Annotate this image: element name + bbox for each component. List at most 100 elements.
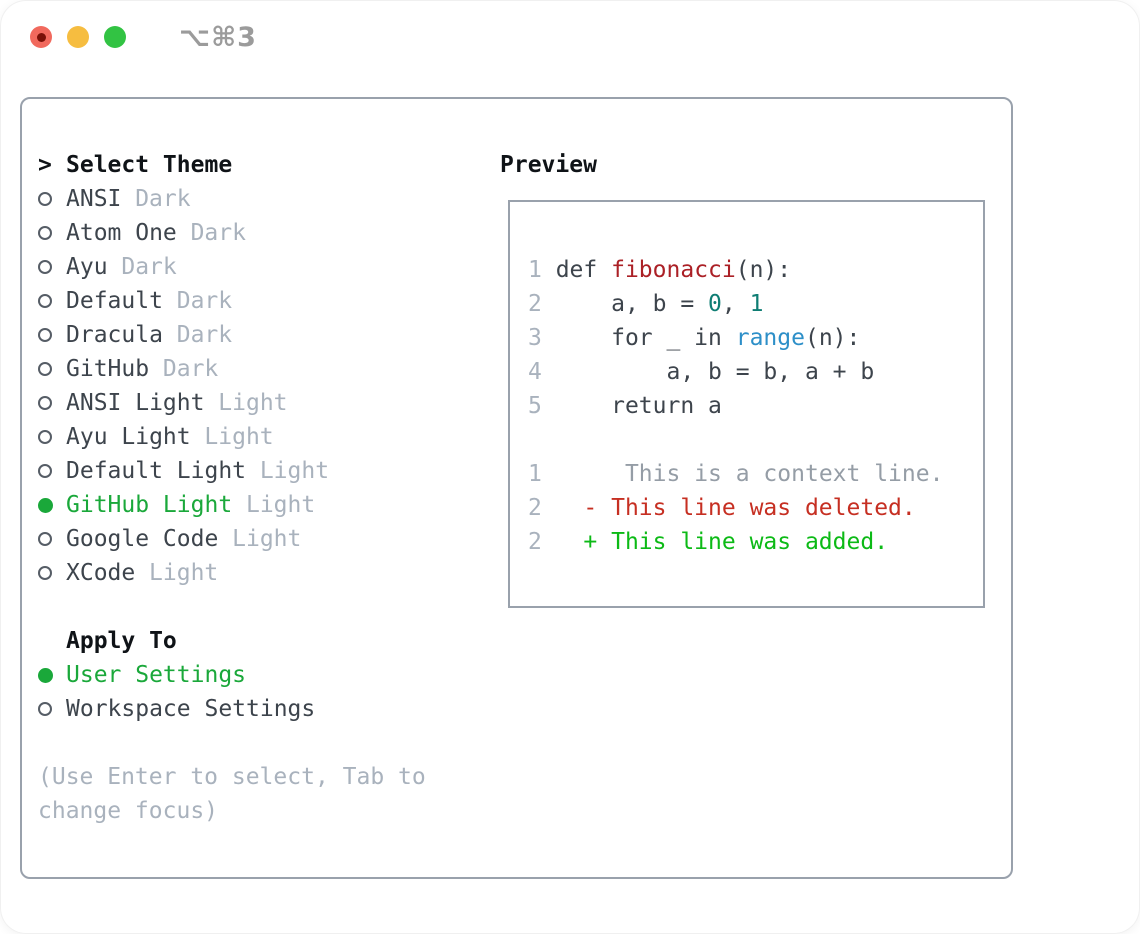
token-text: def bbox=[541, 257, 612, 283]
radio-cell bbox=[38, 464, 66, 478]
radio-icon bbox=[38, 192, 52, 206]
preview-line: 2 + This line was added. bbox=[528, 525, 943, 559]
token-ln: 1 bbox=[528, 461, 542, 487]
window-titlebar: ⌥⌘3 bbox=[30, 22, 257, 53]
apply-option-workspace-settings[interactable]: Workspace Settings bbox=[38, 692, 426, 726]
preview-line: 2 a, b = 0, 1 bbox=[528, 287, 943, 321]
theme-name: Ayu Light bbox=[66, 424, 191, 450]
theme-name: Default Light bbox=[66, 458, 247, 484]
theme-option-ansi[interactable]: ANSI Dark bbox=[38, 182, 426, 216]
theme-variant-tag: Dark bbox=[121, 254, 177, 280]
apply-to-title: Apply To bbox=[66, 628, 177, 654]
theme-variant-tag: Light bbox=[218, 390, 288, 416]
radio-cell bbox=[38, 362, 66, 376]
theme-name: ANSI bbox=[66, 186, 122, 212]
theme-option-ayu-light[interactable]: Ayu Light Light bbox=[38, 420, 426, 454]
radio-icon bbox=[38, 260, 52, 274]
minimize-button[interactable] bbox=[67, 26, 89, 48]
token-context: This is a context line. bbox=[624, 461, 944, 487]
close-button[interactable] bbox=[30, 26, 52, 48]
theme-name: Google Code bbox=[66, 526, 219, 552]
token-text: a, b = bbox=[541, 291, 709, 317]
theme-option-atom-one[interactable]: Atom One Dark bbox=[38, 216, 426, 250]
radio-cell bbox=[38, 566, 66, 580]
theme-name: GitHub bbox=[66, 356, 150, 382]
theme-name: Default bbox=[66, 288, 163, 314]
theme-name: Dracula bbox=[66, 322, 163, 348]
token-num: 0 bbox=[708, 291, 722, 317]
token-num: 1 bbox=[749, 291, 764, 317]
window-title-shortcut: ⌥⌘3 bbox=[179, 21, 257, 53]
token-text: , bbox=[721, 291, 750, 317]
token-ln: 2 bbox=[528, 495, 542, 521]
token-ln: 3 bbox=[528, 325, 542, 351]
spacer bbox=[38, 590, 426, 624]
token-ln: 5 bbox=[528, 393, 542, 419]
theme-name: XCode bbox=[66, 560, 136, 586]
token-ln: 2 bbox=[528, 529, 542, 555]
token-text bbox=[542, 461, 625, 487]
radio-cell bbox=[38, 328, 66, 342]
radio-cell bbox=[38, 667, 66, 683]
preview-line bbox=[528, 423, 943, 457]
token-text bbox=[542, 495, 584, 521]
token-text: for _ in bbox=[541, 325, 736, 351]
zoom-button[interactable] bbox=[104, 26, 126, 48]
radio-cell bbox=[38, 192, 66, 206]
radio-icon bbox=[38, 566, 52, 580]
theme-option-ansi-light[interactable]: ANSI Light Light bbox=[38, 386, 426, 420]
radio-selected-icon bbox=[38, 497, 53, 513]
radio-cell bbox=[38, 702, 66, 716]
theme-variant-tag: Light bbox=[259, 458, 330, 484]
spacer bbox=[38, 726, 426, 760]
preview-line: 5 return a bbox=[528, 389, 943, 423]
token-text: (n): bbox=[804, 325, 861, 351]
cursor-marker-icon: > bbox=[38, 152, 52, 178]
keyboard-hint-line-2: change focus) bbox=[38, 798, 219, 824]
radio-cell bbox=[38, 430, 66, 444]
preview-line: 1 def fibonacci(n): bbox=[528, 253, 943, 287]
radio-icon bbox=[38, 226, 52, 240]
close-dot-icon bbox=[36, 32, 46, 42]
radio-cell bbox=[38, 497, 66, 513]
radio-icon bbox=[38, 702, 52, 716]
theme-variant-tag: Light bbox=[204, 424, 274, 450]
theme-variant-tag: Dark bbox=[190, 220, 246, 246]
apply-option-label: User Settings bbox=[66, 662, 247, 688]
token-added: + This line was added. bbox=[583, 529, 889, 555]
token-func: fibonacci bbox=[611, 257, 736, 283]
theme-variant-tag: Dark bbox=[176, 322, 233, 348]
radio-icon bbox=[38, 396, 52, 410]
theme-variant-tag: Dark bbox=[135, 186, 191, 212]
theme-name: GitHub Light bbox=[66, 492, 233, 518]
radio-icon bbox=[38, 430, 52, 444]
token-text: (n): bbox=[735, 257, 792, 283]
radio-cell bbox=[38, 532, 66, 546]
apply-option-user-settings[interactable]: User Settings bbox=[38, 658, 426, 692]
apply-to-header: Apply To bbox=[38, 624, 426, 658]
theme-name: ANSI Light bbox=[66, 390, 205, 416]
radio-cell bbox=[38, 396, 66, 410]
radio-selected-icon bbox=[38, 667, 53, 683]
keyboard-hint-line-1: (Use Enter to select, Tab to bbox=[38, 764, 426, 790]
theme-variant-tag: Light bbox=[149, 560, 219, 586]
preview-line: 1 This is a context line. bbox=[528, 457, 943, 491]
theme-option-dracula[interactable]: Dracula Dark bbox=[38, 318, 426, 352]
theme-option-xcode[interactable]: XCode Light bbox=[38, 556, 426, 590]
token-text bbox=[542, 529, 584, 555]
radio-icon bbox=[38, 464, 52, 478]
token-deleted: - This line was deleted. bbox=[583, 495, 916, 521]
theme-name: Atom One bbox=[66, 220, 177, 246]
theme-option-default-light[interactable]: Default Light Light bbox=[38, 454, 426, 488]
radio-cell bbox=[38, 294, 66, 308]
